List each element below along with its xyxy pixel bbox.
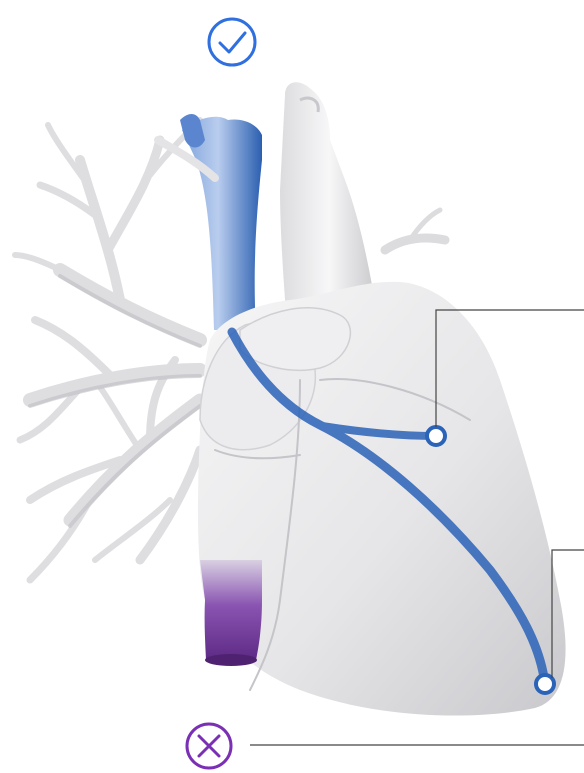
check-circle-outline: [209, 19, 255, 65]
pathway-node-lower: [536, 675, 554, 693]
ivc-opening: [205, 654, 257, 666]
pathway-node-upper: [427, 427, 445, 445]
superior-vena-cava: [182, 117, 262, 330]
pulmonary-branches: [15, 120, 200, 580]
x-mark: [199, 736, 219, 756]
check-circle-icon: [209, 19, 255, 65]
x-circle-icon: [187, 724, 231, 768]
check-mark: [220, 33, 245, 52]
inferior-vena-cava: [200, 560, 262, 660]
